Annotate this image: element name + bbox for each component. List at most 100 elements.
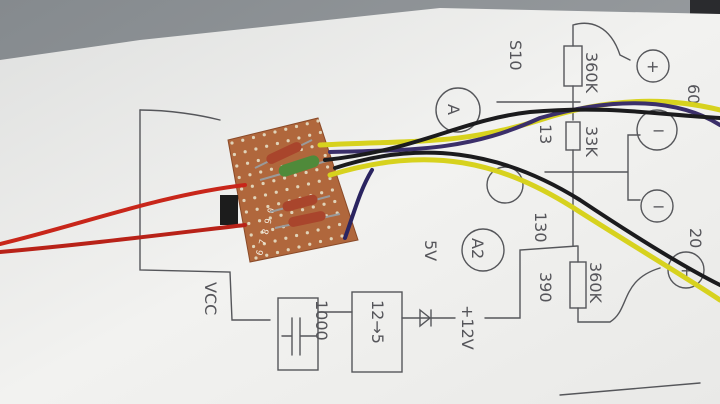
board-hole [340,234,344,238]
board-hole [262,242,266,246]
board-hole [256,158,260,163]
board-hole [338,222,342,227]
board-hole [294,124,299,129]
label-r-mid: 33K [582,126,601,157]
board-hole [268,216,272,220]
board-hole [286,139,290,143]
purple-wire-2 [343,168,374,240]
board-hole [300,208,305,212]
resistors [254,139,341,229]
board-hole [284,127,288,131]
board-hole [293,173,297,177]
board-hole [295,233,299,238]
board-hole [316,119,320,123]
yellow-wire-2 [327,157,720,303]
board-hole [305,122,309,126]
board-hole [235,164,239,168]
board-hole [247,221,251,226]
board-hole [260,230,264,234]
board-hole [308,133,312,137]
label-13: 13 [536,124,555,144]
board-hole [242,198,246,203]
board-hole [245,161,250,165]
board-hole [306,182,311,186]
label-circle-a2: A2 [468,238,487,259]
board-hole [285,187,289,192]
board-hole [250,184,254,188]
board-hole [241,138,245,142]
board-hole [253,196,257,200]
board-hole [329,237,333,241]
paper-sheet [0,8,720,404]
label-minus-2: − [652,197,665,216]
label-regulator: 12→5 [368,300,387,344]
board-hole [320,191,324,195]
label-12v: +12V [458,305,477,350]
board-hole [318,130,322,135]
board-hole [274,190,278,194]
connector [220,195,238,225]
board-hole [230,141,234,145]
board-hole [263,193,268,197]
label-390: 390 [536,272,555,303]
board-hole [252,244,256,249]
board-hole [305,231,309,235]
board-hole [244,210,248,214]
board-hole [286,248,290,252]
red-wire-2 [0,223,247,254]
board-hole [275,141,279,146]
label-5v: 5V [421,240,440,261]
board-hole [249,233,253,237]
board-hole [251,135,256,140]
board-hole [243,150,247,154]
board-hole [254,256,258,260]
board-hole [266,204,270,209]
label-circle-a: A [444,104,463,115]
board-hole [271,227,275,232]
board-hole [304,170,308,175]
board-hole [328,176,332,181]
board-hole [323,153,327,158]
board-hole [283,176,287,180]
board-hole [327,225,331,229]
board-hole [322,202,326,206]
purple-wire [328,101,720,154]
board-hole [297,136,301,140]
red-wire-1 [0,183,247,246]
board-hole [255,207,259,211]
board-hole [296,185,300,189]
board-hole [240,187,244,191]
board-hole [265,253,269,257]
perfboard: 6 7 8 9 0 [220,117,359,263]
board-hole [326,165,330,169]
label-r-bottom: 360K [586,262,605,304]
label-r-top: 360K [582,52,601,94]
label-60: 60 [684,84,703,104]
board-hole [232,152,236,157]
board-hole [318,239,323,244]
board-hole [248,173,252,177]
board-hole [316,228,320,232]
label-20: 20 [686,228,705,248]
board-hole [317,179,321,183]
label-minus-1: − [652,121,665,140]
label-capacitor: 1000 [312,300,331,341]
black-wire-twisted [323,107,720,162]
board-hole [308,242,312,246]
board-hole [330,188,334,192]
label-plus-top: + [646,57,659,76]
board-hole [333,199,337,204]
label-vcc: VCC [201,282,220,315]
wires [0,98,720,303]
board-hole [315,168,319,172]
schematic-sketch [139,22,705,396]
board-hole [273,130,277,134]
board-hole [254,147,258,151]
board-hole [273,239,277,243]
board-hole [277,202,281,206]
board-hole [262,133,266,137]
board-hole [261,181,265,186]
board-hole [259,170,263,174]
